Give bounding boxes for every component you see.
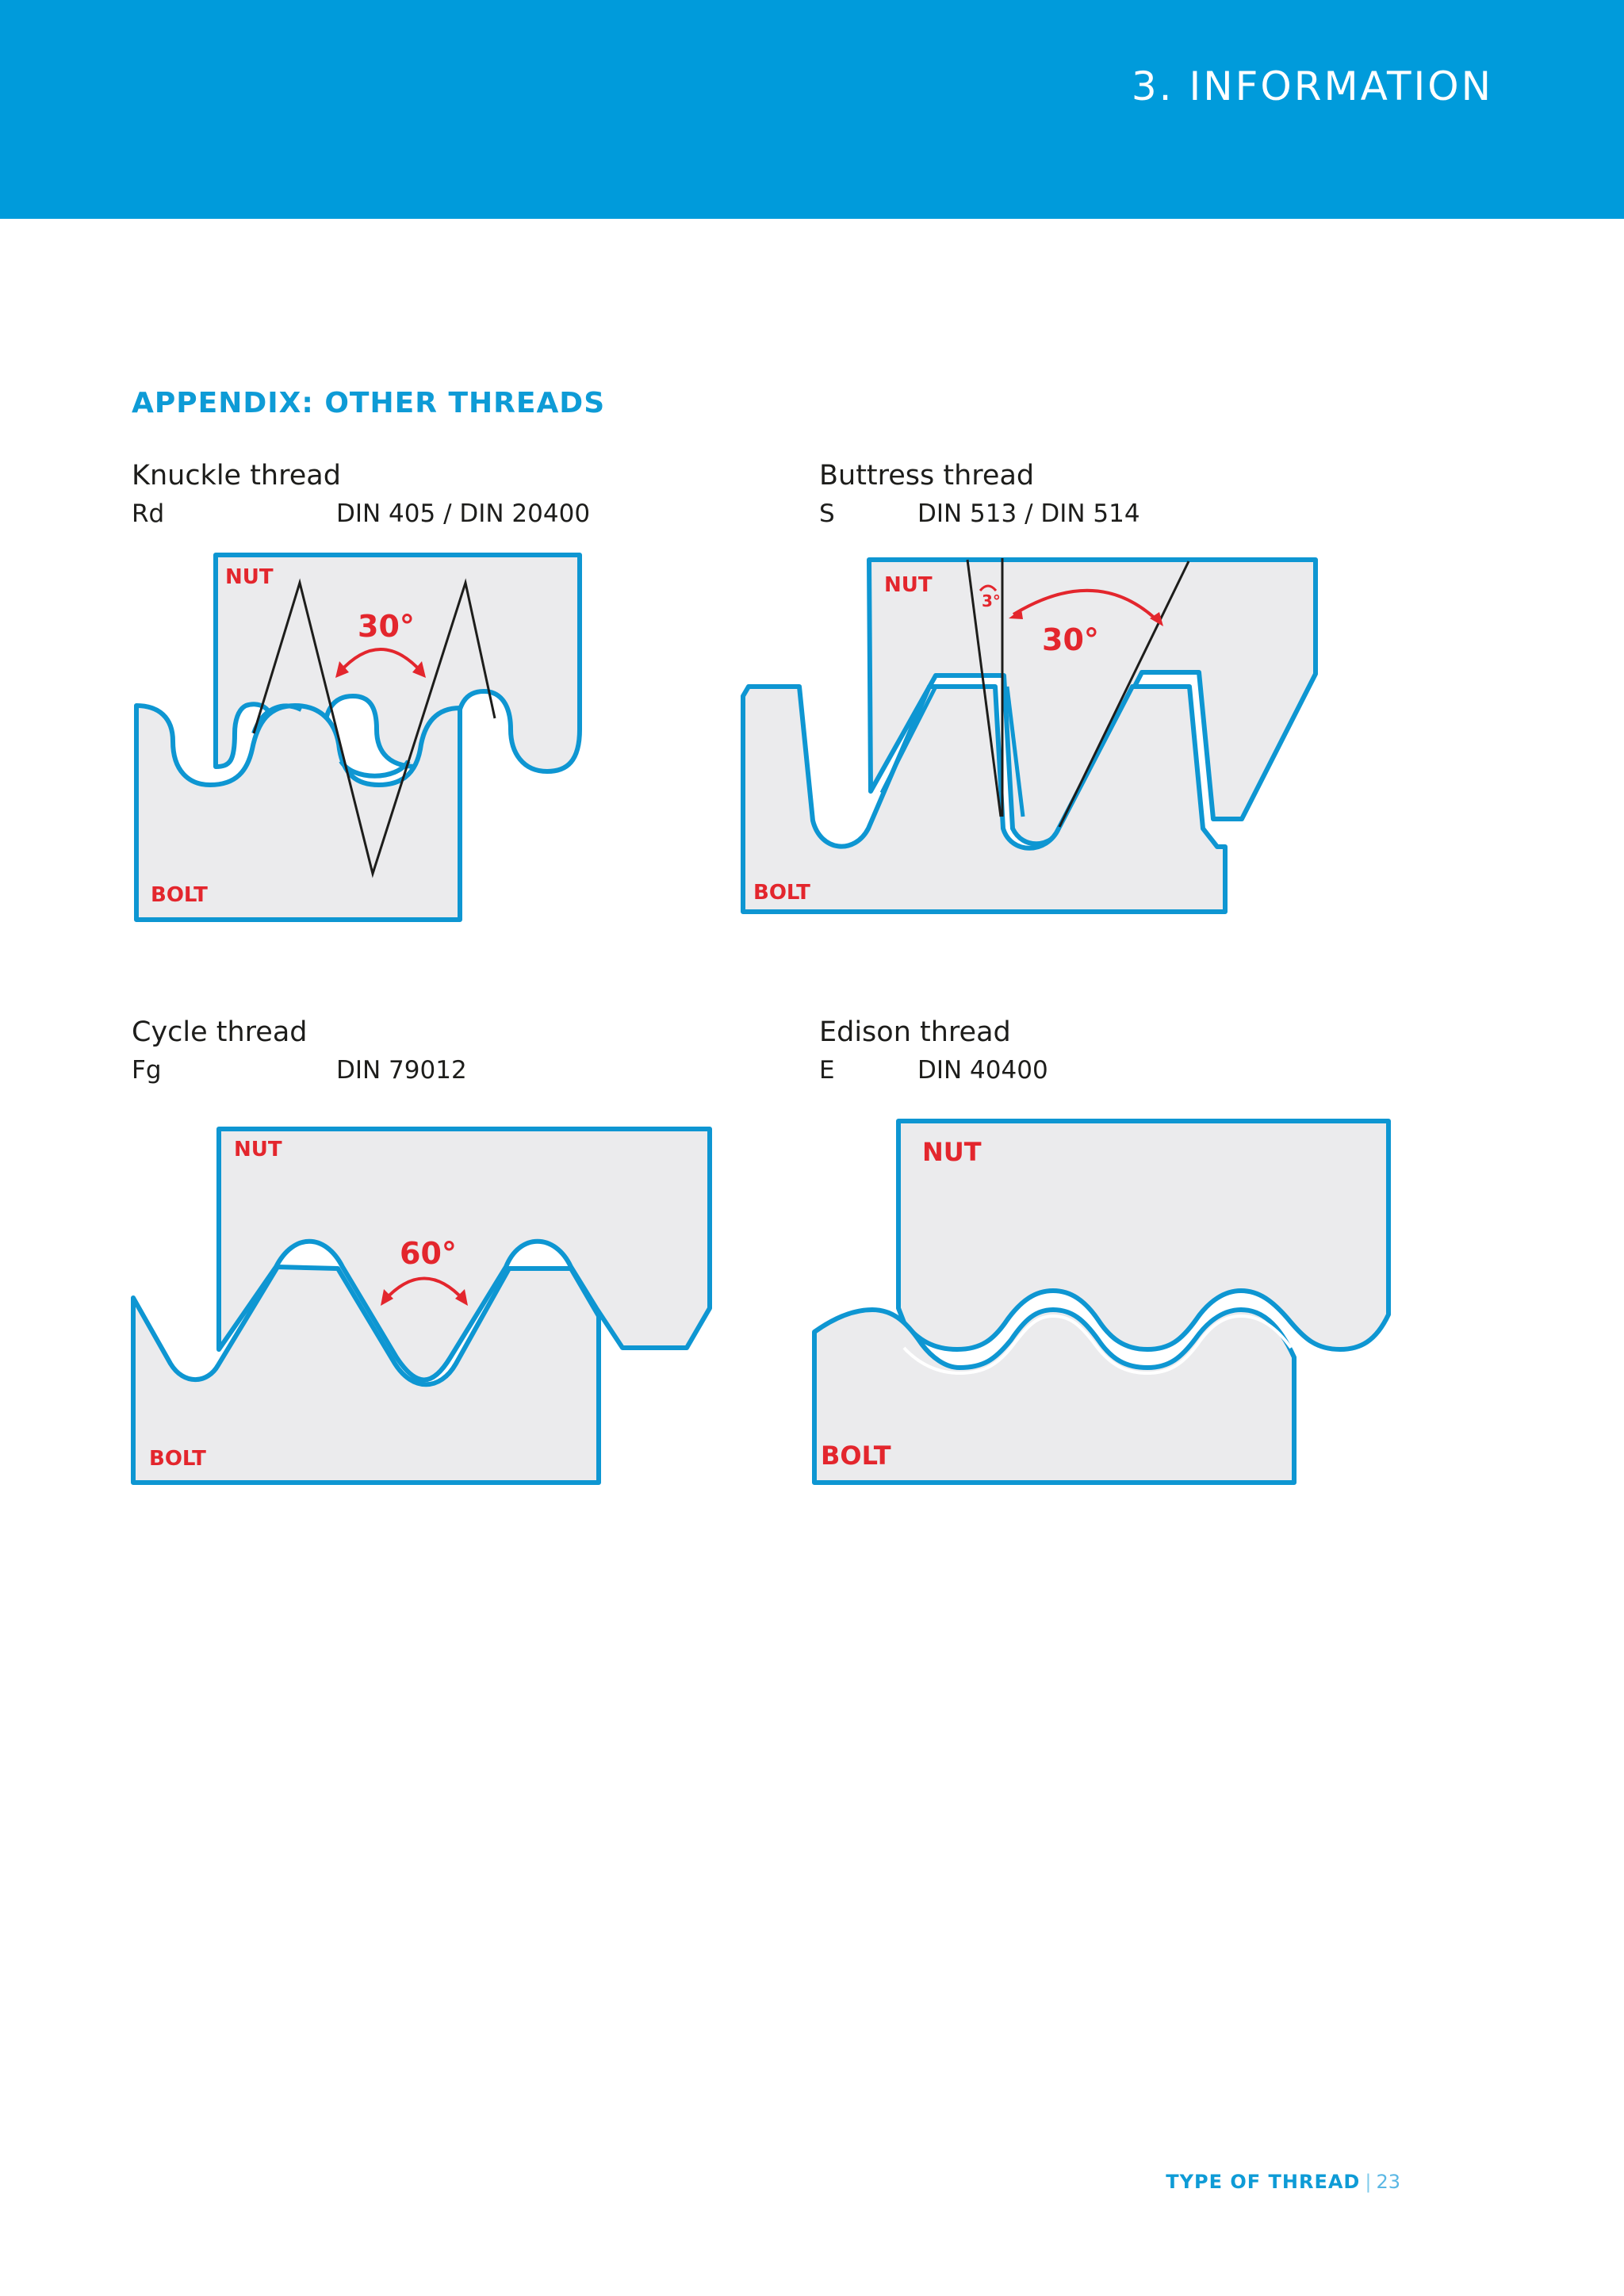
buttress-thread-diagram: 3° 30° NUT BOLT <box>741 557 1318 914</box>
thread-standard-cycle: DIN 79012 <box>336 1056 467 1085</box>
page-footer: TYPE OF THREAD|23 <box>1166 2171 1400 2193</box>
footer-section: TYPE OF THREAD <box>1166 2171 1361 2193</box>
cycle-bolt-label: BOLT <box>149 1447 206 1471</box>
thread-code-edison: E <box>819 1056 835 1085</box>
thread-standard-edison: DIN 40400 <box>917 1056 1048 1085</box>
cycle-angle-arc <box>383 1276 465 1302</box>
cycle-nut-label: NUT <box>234 1138 282 1161</box>
thread-name-cycle: Cycle thread <box>132 1016 308 1048</box>
buttress-nut-label: NUT <box>884 573 933 597</box>
knuckle-angle-arc <box>338 648 423 674</box>
knuckle-angle-label: 30° <box>358 609 415 644</box>
edison-nut-body <box>896 1119 1391 1352</box>
header-band: 3. INFORMATION <box>0 0 1624 219</box>
chapter-title: 3. INFORMATION <box>1131 63 1493 109</box>
thread-standard-knuckle: DIN 405 / DIN 20400 <box>336 499 591 528</box>
cycle-angle-label: 60° <box>400 1236 457 1271</box>
thread-code-knuckle: Rd <box>132 499 165 528</box>
cycle-thread-diagram: 60° NUT BOLT <box>131 1127 712 1485</box>
section-title: APPENDIX: OTHER THREADS <box>132 387 606 419</box>
thread-code-cycle: Fg <box>132 1056 162 1085</box>
thread-name-edison: Edison thread <box>819 1016 1011 1048</box>
buttress-bolt-label: BOLT <box>753 881 810 905</box>
buttress-bolt-body <box>741 684 1228 914</box>
page-number: 23 <box>1376 2171 1400 2193</box>
knuckle-bolt-body <box>134 703 462 922</box>
knuckle-bolt-label: BOLT <box>151 883 208 907</box>
thread-name-knuckle: Knuckle thread <box>132 460 341 492</box>
buttress-angle-arc <box>1012 588 1161 624</box>
knuckle-thread-diagram: 30° NUT BOLT <box>134 553 582 922</box>
thread-name-buttress: Buttress thread <box>819 460 1035 492</box>
edison-bolt-body <box>812 1307 1297 1485</box>
thread-standard-buttress: DIN 513 / DIN 514 <box>917 499 1140 528</box>
footer-separator: | <box>1365 2171 1372 2193</box>
buttress-small-angle-arc <box>979 584 998 592</box>
thread-code-buttress: S <box>819 499 835 528</box>
cycle-nut-body <box>216 1127 712 1383</box>
cycle-bolt-body <box>131 1265 601 1485</box>
edison-nut-label: NUT <box>922 1137 982 1167</box>
knuckle-nut-label: NUT <box>225 565 274 589</box>
buttress-angle-label: 30° <box>1042 622 1099 657</box>
buttress-small-angle-label: 3° <box>982 591 1001 610</box>
edison-bolt-label: BOLT <box>821 1441 891 1471</box>
edison-thread-diagram: NUT BOLT <box>812 1119 1391 1485</box>
